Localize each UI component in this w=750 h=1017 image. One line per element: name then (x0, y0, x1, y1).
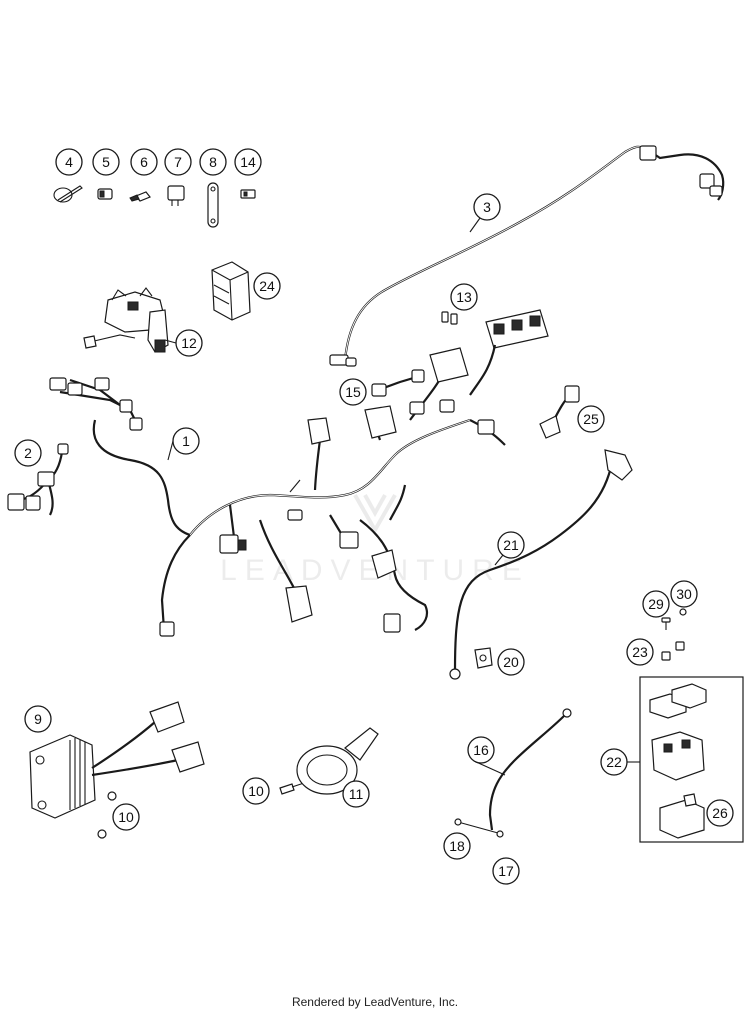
callout-13: 13 (450, 283, 478, 311)
footer-credit: Rendered by LeadVenture, Inc. (291, 995, 459, 1009)
connector-part-25[interactable] (539, 385, 580, 439)
svg-text:14: 14 (240, 154, 256, 170)
svg-text:26: 26 (712, 805, 728, 821)
callout-21: 21 (497, 531, 525, 559)
sub-harness-part-2[interactable] (7, 443, 69, 516)
cover-part[interactable] (211, 261, 251, 321)
callout-15: 15 (339, 378, 367, 406)
ignition-bracket-part[interactable] (83, 287, 169, 353)
svg-text:10: 10 (118, 809, 134, 825)
svg-text:2: 2 (24, 445, 32, 461)
svg-text:17: 17 (498, 863, 514, 879)
cable-tie-part[interactable] (53, 185, 83, 203)
svg-text:9: 9 (34, 711, 42, 727)
fuse-box[interactable] (485, 309, 549, 349)
callout-14: 14 (234, 148, 262, 176)
bolt-part-10-center[interactable] (279, 782, 305, 795)
callout-3: 3 (473, 193, 501, 221)
bolt-part-10-left[interactable] (97, 791, 117, 839)
svg-text:25: 25 (583, 411, 599, 427)
callout-26: 26 (706, 799, 734, 827)
callout-10-center: 10 (242, 777, 270, 805)
callout-4: 4 (55, 148, 83, 176)
callout-12: 12 (175, 329, 203, 357)
fuse-part-14[interactable] (240, 189, 256, 199)
front-wiring-harness-part[interactable] (329, 145, 725, 367)
svg-text:16: 16 (473, 742, 489, 758)
svg-text:5: 5 (102, 154, 110, 170)
svg-text:4: 4 (65, 154, 73, 170)
callout-16: 16 (467, 736, 495, 764)
svg-text:20: 20 (503, 654, 519, 670)
nut-part-30[interactable] (679, 608, 687, 616)
svg-text:18: 18 (449, 838, 465, 854)
callout-24: 24 (253, 272, 281, 300)
callout-25: 25 (577, 405, 605, 433)
svg-text:29: 29 (648, 596, 664, 612)
callout-10-left: 10 (112, 803, 140, 831)
callout-9: 9 (24, 705, 52, 733)
callout-8: 8 (199, 148, 227, 176)
svg-text:24: 24 (259, 278, 275, 294)
callout-2: 2 (14, 439, 42, 467)
callout-22: 22 (600, 748, 628, 776)
svg-text:12: 12 (181, 335, 197, 351)
svg-text:23: 23 (632, 644, 648, 660)
battery-cable-part-21[interactable] (449, 449, 633, 680)
starter-relay-kit-box[interactable] (639, 676, 744, 843)
bracket-strap-part[interactable] (207, 182, 219, 228)
horn-part[interactable] (296, 727, 379, 795)
svg-text:11: 11 (349, 786, 364, 802)
svg-text:21: 21 (503, 537, 519, 553)
svg-text:7: 7 (174, 154, 182, 170)
svg-text:13: 13 (456, 289, 472, 305)
voltage-regulator-part[interactable] (29, 701, 205, 819)
svg-text:22: 22 (606, 754, 622, 770)
callout-11: 11 (342, 780, 370, 808)
screw-part-29[interactable] (661, 617, 671, 630)
svg-text:30: 30 (676, 586, 692, 602)
terminal-part-20[interactable] (474, 647, 493, 669)
watermark-logo (353, 494, 397, 535)
relay-part[interactable] (167, 185, 185, 206)
connector-clip-part[interactable] (97, 188, 113, 200)
svg-text:3: 3 (483, 199, 491, 215)
svg-text:8: 8 (209, 154, 217, 170)
bulb-part[interactable] (129, 191, 151, 202)
fuses-part-23[interactable] (661, 641, 685, 661)
leader-lines (164, 217, 640, 776)
callout-18: 18 (443, 832, 471, 860)
svg-text:15: 15 (345, 384, 361, 400)
callout-23: 23 (626, 638, 654, 666)
callout-1: 1 (172, 427, 200, 455)
svg-text:10: 10 (248, 783, 264, 799)
fuses-part-13[interactable] (441, 311, 458, 325)
ground-cable-part-16[interactable] (454, 708, 572, 838)
svg-text:6: 6 (140, 154, 148, 170)
callout-29: 29 (642, 590, 670, 618)
callout-6: 6 (130, 148, 158, 176)
svg-text:1: 1 (182, 433, 190, 449)
callout-7: 7 (164, 148, 192, 176)
callout-17: 17 (492, 857, 520, 885)
callout-5: 5 (92, 148, 120, 176)
main-wiring-harness-part[interactable] (49, 344, 506, 637)
connector-part-15[interactable] (371, 369, 425, 397)
callout-30: 30 (670, 580, 698, 608)
callout-20: 20 (497, 648, 525, 676)
